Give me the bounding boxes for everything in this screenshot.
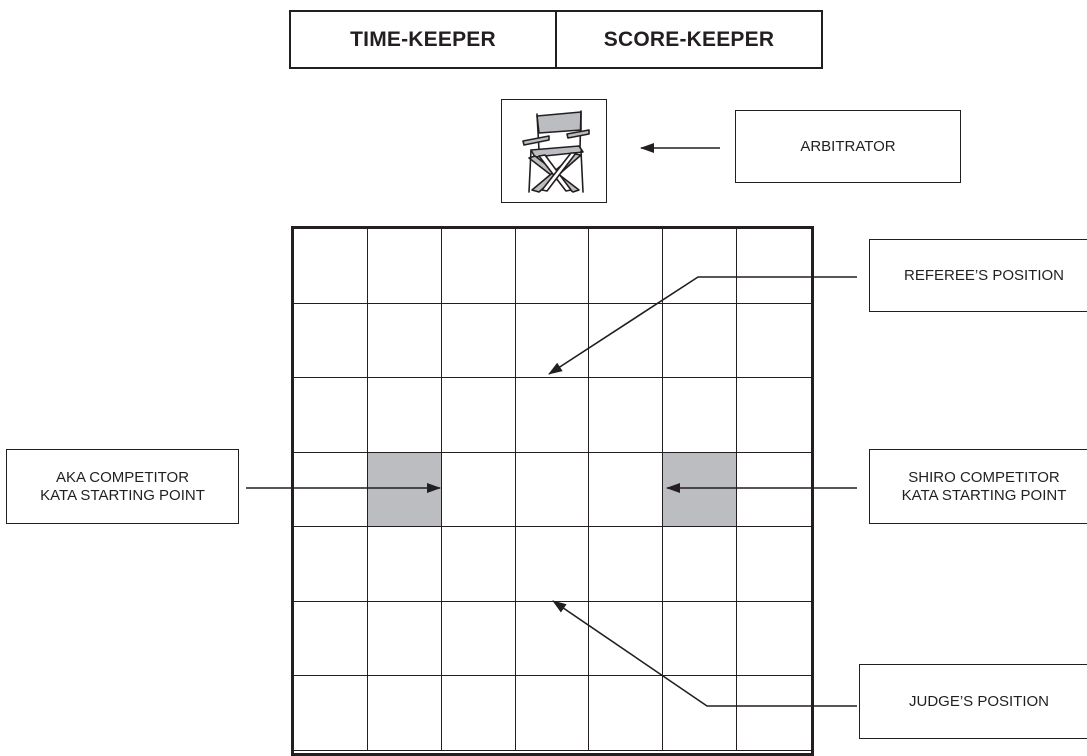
mat-tile (515, 676, 590, 751)
arbitrator-label-box: ARBITRATOR (735, 110, 961, 183)
mat-tile (737, 453, 811, 527)
mat-tile (294, 452, 368, 527)
mat-tile (441, 601, 516, 676)
mat-tile (294, 229, 368, 304)
shiro-label-box: SHIRO COMPETITOR KATA STARTING POINT (869, 449, 1087, 524)
referee-label: REFEREE’S POSITION (903, 266, 1065, 284)
mat-tile (663, 601, 738, 676)
mat-tile (367, 527, 442, 602)
mat-tile (663, 527, 738, 602)
mat-tile (367, 676, 442, 751)
mat-tile (294, 601, 368, 676)
mat-tile (589, 303, 664, 378)
mat-tile (737, 527, 811, 602)
referee-label-box: REFEREE’S POSITION (869, 239, 1087, 312)
officials-table: TIME-KEEPER SCORE-KEEPER (289, 10, 823, 69)
aka-label-line1: AKA COMPETITOR (55, 468, 190, 486)
mat-tile (441, 676, 516, 751)
shiro-label-line2: KATA STARTING POINT (901, 486, 1067, 504)
aka-label-line2: KATA STARTING POINT (40, 486, 205, 504)
shiro-label-line1: SHIRO COMPETITOR (908, 468, 1060, 486)
mat-tile (441, 452, 516, 527)
mat-tile (589, 527, 664, 602)
mat-tile (589, 378, 664, 453)
mat-tile (441, 527, 516, 602)
mat-tile (441, 303, 516, 378)
mat-tile (663, 378, 738, 453)
mat-tile (441, 378, 516, 453)
mat-tile (515, 452, 590, 527)
mat-tile (663, 303, 738, 378)
mat-tile (589, 452, 664, 527)
mat-tile (737, 229, 811, 304)
mat-tile (367, 601, 442, 676)
mat-tile (737, 602, 811, 676)
timekeeper-label: TIME-KEEPER (350, 27, 496, 51)
mat-tile (367, 229, 442, 304)
mat-tile (294, 676, 368, 751)
mat-tile (515, 378, 590, 453)
mat-tile (515, 303, 590, 378)
mat-tile (663, 676, 738, 751)
scorekeeper-label: SCORE-KEEPER (555, 12, 821, 67)
mat-tile (589, 676, 664, 751)
judge-label-box: JUDGE’S POSITION (859, 664, 1087, 739)
mat-tile (737, 378, 811, 453)
mat-tile (663, 229, 738, 304)
aka-starting-tile (367, 452, 442, 527)
judge-label: JUDGE’S POSITION (908, 692, 1050, 710)
mat-tile (515, 229, 590, 304)
mat-tile (589, 229, 664, 304)
competition-area (291, 226, 814, 756)
mat-tile (589, 601, 664, 676)
arbitrator-label: ARBITRATOR (800, 137, 896, 155)
mat-tile (515, 601, 590, 676)
mat-tile (515, 527, 590, 602)
mat-tile (367, 303, 442, 378)
arbitrator-seat (501, 99, 607, 203)
shiro-starting-tile (663, 452, 738, 527)
aka-label-box: AKA COMPETITOR KATA STARTING POINT (6, 449, 239, 524)
mat-tile (441, 229, 516, 304)
mat-tile (737, 304, 811, 378)
mat-tile (294, 378, 368, 453)
mat-tile (294, 527, 368, 602)
mat-tile (294, 303, 368, 378)
mat-tile (367, 378, 442, 453)
mat-tile (737, 676, 811, 751)
directors-chair-icon (522, 110, 590, 193)
